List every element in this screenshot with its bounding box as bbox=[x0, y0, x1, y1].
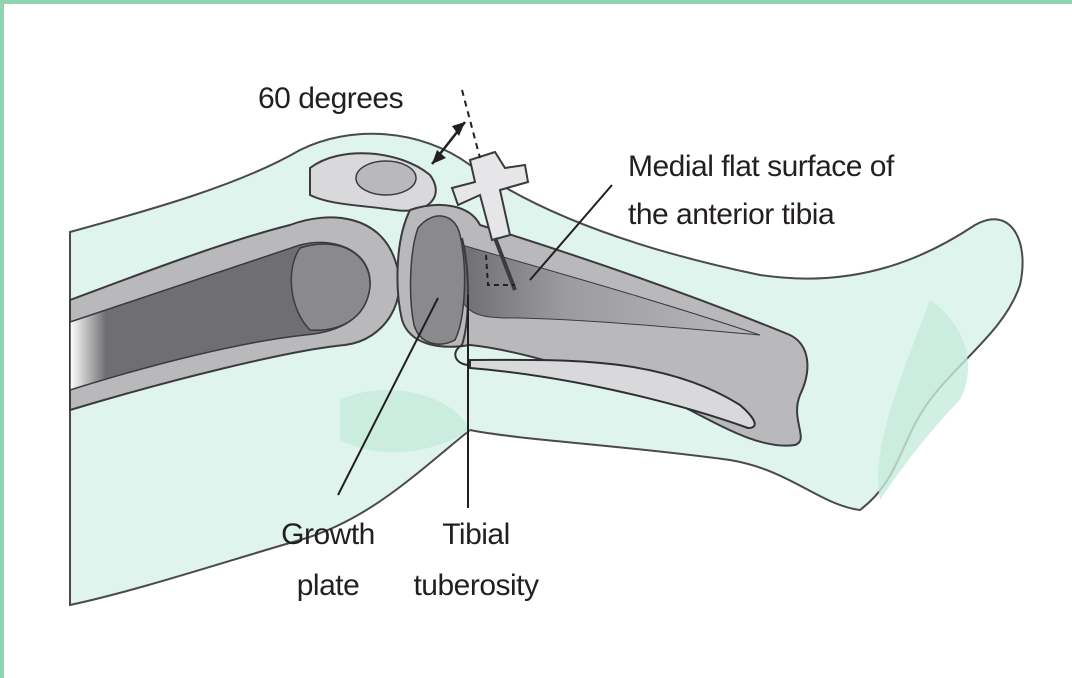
growth-label-line2: plate bbox=[268, 567, 388, 605]
angle-arrowhead-top bbox=[452, 122, 465, 136]
tibial-label-line2: tuberosity bbox=[396, 567, 556, 605]
epiphysis bbox=[411, 216, 465, 344]
medial-label-line2: the anterior tibia bbox=[628, 196, 834, 234]
medial-label-line1: Medial flat surface of bbox=[628, 148, 894, 186]
growth-label-line1: Growth bbox=[268, 516, 388, 554]
angle-label: 60 degrees bbox=[258, 80, 403, 118]
tibial-label-line1: Tibial bbox=[396, 516, 556, 554]
patella-inner bbox=[356, 161, 416, 195]
